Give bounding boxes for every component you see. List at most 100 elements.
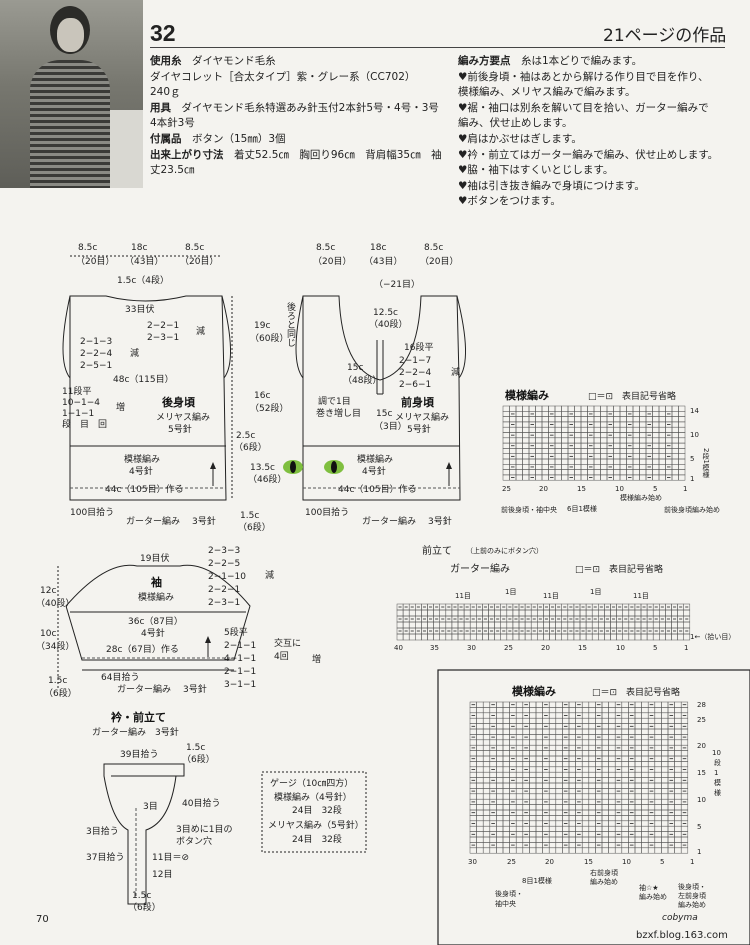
- chart-cell: [522, 717, 530, 724]
- page-reference: 21ページの作品: [603, 26, 727, 46]
- chart-cell: [494, 621, 501, 629]
- chart-cell: [621, 825, 629, 832]
- chart-cell: [606, 437, 614, 444]
- chart-cell: [515, 442, 523, 449]
- chart-cell: [568, 717, 576, 724]
- chart-cell: [661, 750, 669, 757]
- chart-cell: [482, 820, 491, 827]
- chart-cell: [628, 793, 636, 800]
- chart-cell: [476, 777, 484, 784]
- back-neck-dec: 2−3−1: [147, 333, 179, 343]
- chart-cell: [433, 621, 440, 629]
- chart-cell: [502, 788, 510, 795]
- chart-cell: [529, 842, 537, 849]
- chart-cell: [674, 771, 682, 778]
- chart-cell: [674, 836, 682, 843]
- chart-cell: [601, 804, 609, 811]
- chart-cell: [652, 621, 660, 629]
- chart-cell: [654, 804, 662, 811]
- chart-cell: [568, 766, 576, 773]
- chart-cell: [658, 411, 666, 417]
- front-neck-depth: 12.5c: [373, 308, 398, 318]
- back-side-inc: 11段平: [62, 385, 91, 397]
- chart-cell: [529, 755, 537, 762]
- chart-cell: [575, 836, 583, 843]
- chart-cell: [548, 739, 557, 746]
- chart-cell: [482, 728, 491, 735]
- front-placket-width: 15c: [376, 409, 392, 419]
- instructions-block: 編み方要点 糸は1本どりで編みます。 ♥前後身頃・袖はあとから解ける作り目で目を…: [458, 54, 748, 210]
- chart-cell: [535, 728, 543, 735]
- back-count-left: （20目）: [76, 256, 114, 267]
- chart2-sleeve-mark: 袖☆★: [639, 883, 659, 892]
- chart-cell: [548, 815, 557, 822]
- chart-cell: [463, 621, 471, 629]
- chart-cell: [548, 426, 556, 433]
- chart-cell: [654, 815, 662, 822]
- chart-cell: [674, 793, 682, 800]
- front-width-left: 8.5c: [316, 243, 335, 253]
- chart-cell: [665, 633, 672, 641]
- sleeve-dec-label: 減: [265, 569, 274, 581]
- chart-cell: [671, 411, 679, 417]
- chart-cell: [476, 723, 484, 730]
- chart-cell: [548, 755, 557, 762]
- chart-cell: [581, 739, 590, 746]
- chart-cell: [626, 426, 634, 433]
- chart-cell: [647, 739, 656, 746]
- chart-cell: [548, 825, 557, 832]
- chart-cell: [543, 609, 550, 617]
- placket-grid: [396, 603, 691, 641]
- tools-label: 用具: [150, 101, 171, 114]
- chart-cell: [678, 437, 686, 444]
- chart-cell: [608, 820, 616, 827]
- chart-cell: [661, 782, 669, 789]
- chart-cell: [641, 728, 649, 735]
- gauge-p2v: 24目 32段: [292, 833, 342, 845]
- chart2-col-label: 10: [622, 858, 631, 866]
- chart-cell: [489, 847, 497, 854]
- chart-cell: [608, 831, 616, 838]
- chart-cell: [522, 804, 530, 811]
- chart-cell: [680, 782, 689, 789]
- chart-cell: [608, 707, 616, 714]
- chart-cell: [678, 405, 686, 412]
- chart-cell: [476, 750, 484, 757]
- chart-cell: [408, 621, 416, 629]
- chart-cell: [562, 750, 570, 757]
- chart-cell: [496, 707, 504, 714]
- chart-cell: [561, 621, 569, 629]
- chart-cell: [674, 728, 682, 735]
- chart-cell: [674, 744, 682, 751]
- chart-cell: [647, 847, 656, 854]
- chart-cell: [581, 825, 590, 832]
- sleeve-body-rows: （34段）: [36, 640, 74, 652]
- chart-cell: [555, 782, 563, 789]
- chart-cell: [661, 723, 669, 730]
- chart-cell: [496, 734, 504, 741]
- chart1-repeat-rows: 2段1模様: [702, 448, 710, 478]
- chart-cell: [619, 458, 627, 465]
- chart-cell: [562, 771, 570, 778]
- chart-cell: [581, 836, 590, 843]
- chart-cell: [613, 464, 621, 470]
- chart-cell: [639, 437, 647, 444]
- chart-cell: [588, 717, 596, 724]
- chart-cell: [489, 717, 497, 724]
- chart-cell: [634, 728, 642, 735]
- chart-cell: [640, 621, 648, 629]
- chart-cell: [588, 734, 596, 741]
- chart-cell: [608, 788, 616, 795]
- chart-cell: [619, 416, 627, 423]
- chart-cell: [408, 609, 416, 617]
- chart-cell: [678, 426, 686, 433]
- chart-cell: [489, 771, 497, 778]
- chart-cell: [502, 448, 510, 454]
- chart-cell: [632, 474, 640, 481]
- instructions-intro: 糸は1本どりで編みます。: [521, 55, 643, 67]
- chart-cell: [667, 728, 675, 735]
- chart-cell: [628, 825, 636, 832]
- chart-cell: [482, 815, 491, 822]
- chart-cell: [555, 815, 563, 822]
- instruction-line: ♥袖は引き抜き編みで身頃につけます。: [458, 179, 645, 192]
